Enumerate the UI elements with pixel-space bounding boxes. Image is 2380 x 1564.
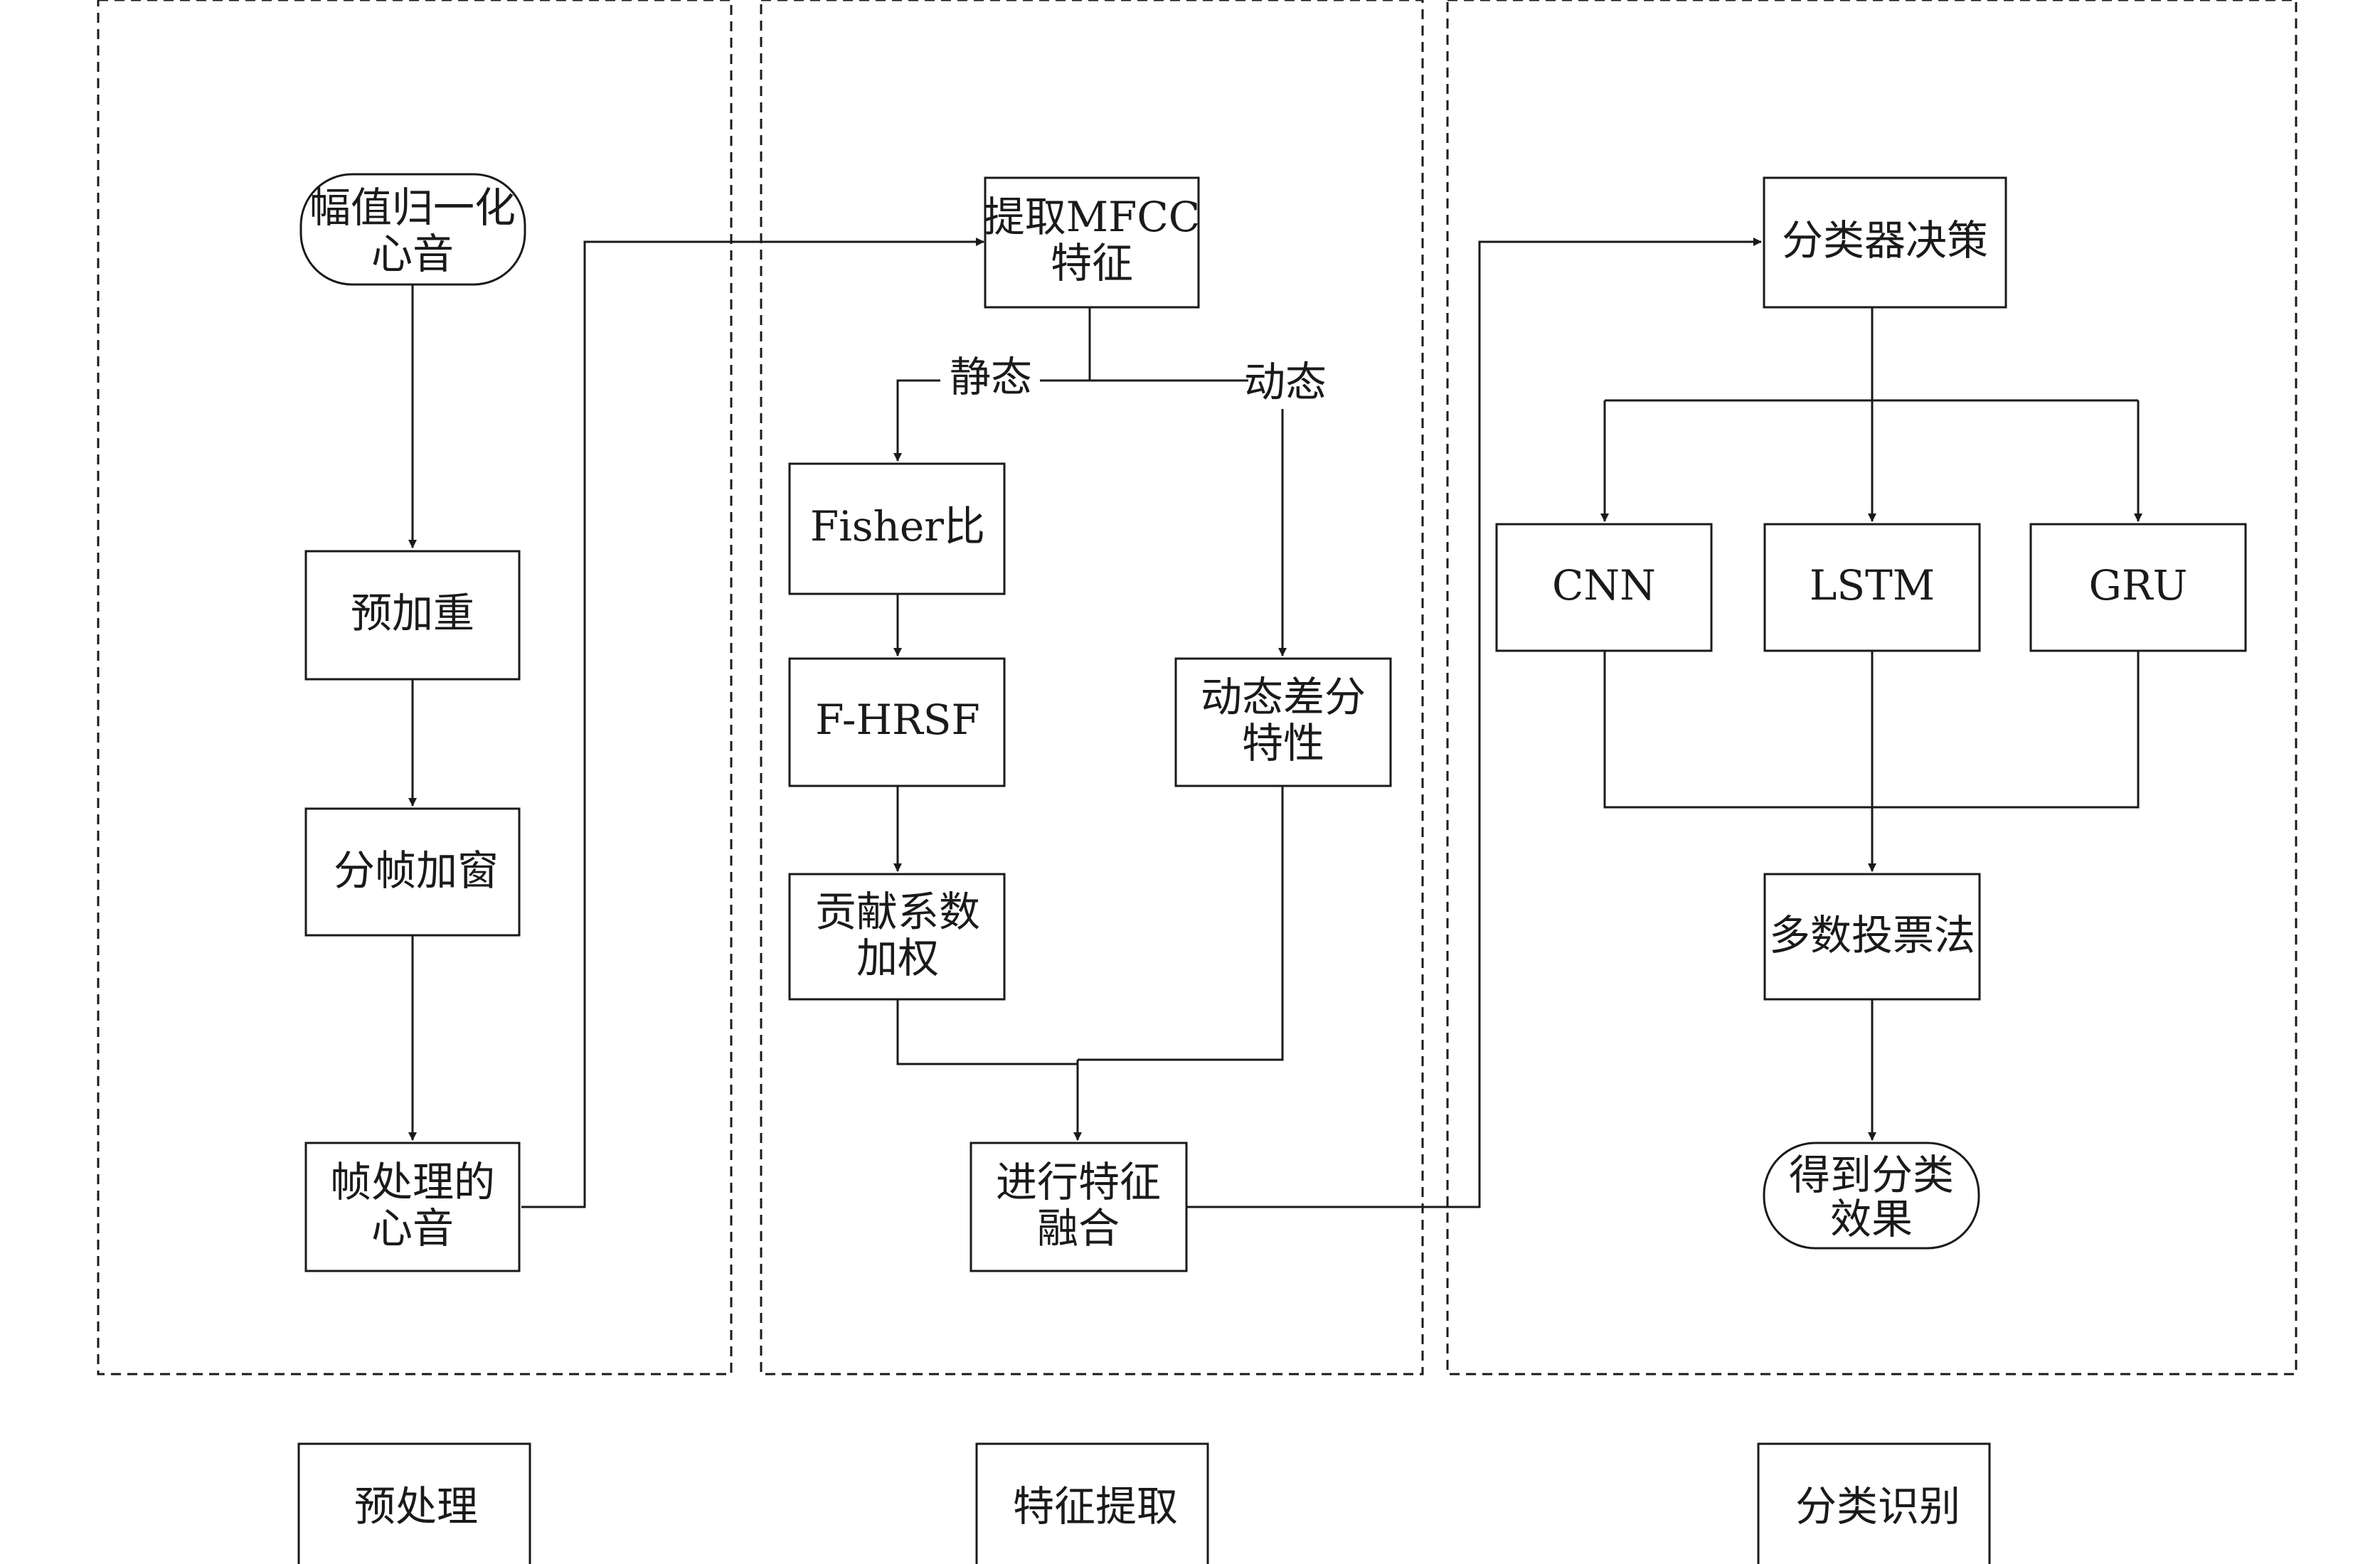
gru-node — [2029, 523, 2247, 652]
line-cnn-merge — [1603, 651, 1872, 809]
frames-label-line1: 帧处理的 — [330, 1158, 495, 1206]
result-node — [1763, 1142, 1980, 1250]
fusion-label-line1: 进行特征 — [996, 1158, 1161, 1206]
mfcc-label-line1: 提取MFCC — [984, 193, 1200, 241]
weight-label-line2: 加权 — [856, 934, 939, 982]
mfcc-label-line2: 特征 — [1051, 239, 1133, 287]
frames-label-line2: 心音 — [371, 1204, 454, 1252]
feature-panel — [760, 0, 1424, 1376]
preemph-label: 预加重 — [351, 589, 474, 637]
dyndiff-label-line1: 动态差分 — [1201, 673, 1366, 721]
line-weight-to-fusion — [896, 999, 1078, 1065]
preprocess-panel — [97, 0, 733, 1376]
window-node — [304, 807, 521, 937]
stage-feature-box — [975, 1442, 1209, 1564]
result-label-line2: 效果 — [1830, 1195, 1913, 1243]
lstm-node — [1763, 523, 1981, 652]
fhrsf-label: F-HRSF — [815, 696, 979, 744]
arrow-fusion-to-decision — [1186, 238, 1762, 1208]
fisher-node — [788, 462, 1006, 595]
fusion-label-line2: 融合 — [1037, 1204, 1120, 1252]
arrow-static-to-fisher — [893, 379, 940, 462]
vote-node — [1763, 873, 1981, 1001]
decision-node — [1763, 176, 2007, 309]
frames-node — [304, 1142, 521, 1272]
mfcc-node — [984, 176, 1200, 309]
fhrsf-node — [788, 657, 1006, 787]
gru-label: GRU — [2089, 561, 2188, 610]
dynamic-branch-label: 动态 — [1244, 358, 1327, 406]
arrow-frames-to-mfcc — [521, 238, 984, 1208]
window-label: 分帧加窗 — [334, 846, 499, 895]
static-branch-label: 静态 — [950, 353, 1032, 401]
decision-label: 分类器决策 — [1782, 216, 1988, 265]
stage-classify-label: 分类识别 — [1795, 1482, 1960, 1531]
line-gru-merge — [1872, 651, 2140, 809]
line-diff-to-fusion — [1078, 786, 1284, 1061]
norm-label-line1: 幅值归一化 — [309, 183, 516, 232]
result-label-line1: 得到分类 — [1789, 1151, 1954, 1199]
stage-preprocess-label: 预处理 — [354, 1482, 478, 1531]
norm-label-line2: 心音 — [371, 230, 454, 278]
cnn-node — [1495, 523, 1713, 652]
fisher-label: Fisher比 — [810, 502, 985, 550]
dyndiff-node — [1174, 657, 1392, 787]
stage-classify-box — [1757, 1442, 1991, 1564]
vote-label: 多数投票法 — [1769, 911, 1975, 959]
cnn-label: CNN — [1552, 561, 1656, 610]
fusion-node — [969, 1142, 1188, 1272]
norm-node — [299, 173, 526, 286]
stage-feature-label: 特征提取 — [1013, 1482, 1178, 1531]
lstm-label: LSTM — [1810, 561, 1935, 610]
dyndiff-label-line2: 特性 — [1242, 719, 1324, 767]
weight-node — [788, 873, 1006, 1001]
preemph-node — [304, 550, 521, 681]
weight-label-line1: 贡献系数 — [815, 888, 980, 936]
stage-preprocess-box — [297, 1442, 531, 1564]
